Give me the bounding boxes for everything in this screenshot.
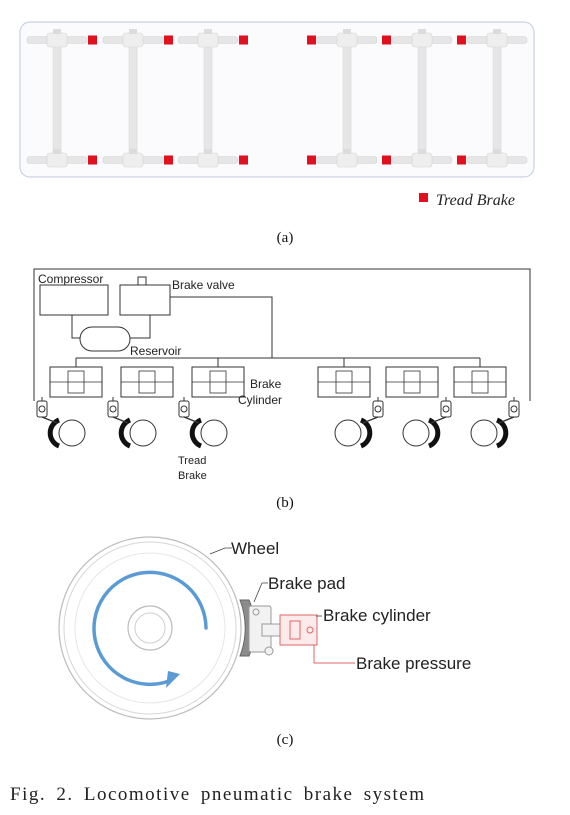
brake-cylinder-label-line2: Cylinder (238, 393, 282, 407)
wheel-hub (46, 32, 68, 48)
wheel-hub (122, 152, 144, 168)
tread-brake-marker (164, 155, 173, 165)
axle-shaft (492, 39, 502, 161)
wheel (129, 419, 157, 447)
brake-unit (453, 366, 520, 449)
brake-pressure-label: Brake pressure (356, 654, 471, 673)
caption-b: (b) (276, 495, 294, 511)
brake-unit (385, 366, 452, 449)
reservoir-label: Reservoir (130, 344, 181, 358)
wheel-hub (46, 152, 68, 168)
tread-brake-shoe (189, 417, 203, 449)
tread-brake-marker (382, 35, 391, 45)
axle-shaft (52, 39, 62, 161)
wheel-hub (411, 152, 433, 168)
wheel-hub (336, 32, 358, 48)
brake-unit (36, 366, 103, 449)
tread-brake-marker (88, 155, 97, 165)
axle (177, 29, 248, 168)
tread-brake-shoe (427, 417, 441, 449)
axle (102, 29, 173, 168)
tread-brake-shoe (495, 417, 509, 449)
panel-b-pneumatic-schematic: Compressor Brake valve Reservoir Brake C… (0, 255, 570, 500)
wheel-hub (486, 152, 508, 168)
wheel-hub (411, 32, 433, 48)
tread-brake-shoe (47, 417, 61, 449)
wheel (200, 419, 228, 447)
legend-label: Tread Brake (436, 192, 515, 209)
pneumatic-schematic: Compressor Brake valve Reservoir Brake C… (33, 268, 531, 482)
rotation-arrow (92, 570, 208, 687)
wheel-brake-detail: Wheel Brake pad Brake cylinder Brake pre… (58, 536, 471, 720)
brake-valve-box (119, 284, 171, 316)
wheel-hub (127, 605, 173, 651)
compressor-box (39, 284, 109, 316)
tread-brake-label-line2: Brake (178, 470, 207, 482)
tread-brake-marker (88, 35, 97, 45)
brake-unit (107, 366, 174, 449)
caption-c: (c) (276, 732, 294, 748)
wheel-hub (197, 32, 219, 48)
wheel-outer-rim (58, 536, 242, 720)
wheel-hub (486, 32, 508, 48)
tread-brake-shoe (359, 417, 373, 449)
tread-brake-marker (382, 155, 391, 165)
wheel-label: Wheel (231, 539, 279, 558)
lever-pivot (264, 646, 274, 656)
wheel-hub (197, 152, 219, 168)
axle-shaft (128, 39, 138, 161)
tread-brake-marker (307, 35, 316, 45)
axle (457, 29, 528, 168)
figure-caption: Fig. 2. Locomotive pneumatic brake syste… (10, 784, 426, 805)
tread-brake-marker (457, 35, 466, 45)
brake-valve-label: Brake valve (172, 278, 235, 292)
tread-brake-marker (239, 155, 248, 165)
wheel (58, 419, 86, 447)
wheel (402, 419, 430, 447)
wheel-hub (336, 152, 358, 168)
wheel-hub (122, 32, 144, 48)
locomotive-frame (19, 21, 535, 178)
compressor-label: Compressor (38, 272, 103, 286)
brake-unit (178, 366, 245, 449)
axle-shaft (417, 39, 427, 161)
axle-group (26, 29, 528, 168)
axle-shaft (342, 39, 352, 161)
panel-a-bogie-layout: Tread Brake (0, 0, 570, 235)
brake-cylinder-label: Brake cylinder (323, 606, 431, 625)
tread-brake-marker (307, 155, 316, 165)
locomotive-body-outline (33, 268, 531, 401)
legend-swatch (419, 193, 428, 202)
tread-brake-marker (164, 35, 173, 45)
bogie-layout-diagram: Tread Brake (19, 21, 535, 209)
tread-brake-marker (239, 35, 248, 45)
brake-unit-group (36, 366, 520, 449)
wheel (334, 419, 362, 447)
wheel (470, 419, 498, 447)
tread-brake-marker (457, 155, 466, 165)
axle-shaft (203, 39, 213, 161)
brake-cylinder-label-line1: Brake (250, 377, 282, 391)
tread-brake-shoe (118, 417, 132, 449)
brake-pad-label: Brake pad (268, 574, 346, 593)
rotation-arrowhead-icon (166, 671, 180, 688)
axle (307, 29, 378, 168)
brake-unit (317, 366, 384, 449)
axle (382, 29, 453, 168)
panel-c-wheel-brake-detail: Wheel Brake pad Brake cylinder Brake pre… (0, 520, 570, 737)
caption-a: (a) (276, 230, 294, 246)
tread-brake-label-line1: Tread (178, 455, 206, 467)
reservoir-tank (79, 326, 131, 352)
axle (26, 29, 97, 168)
